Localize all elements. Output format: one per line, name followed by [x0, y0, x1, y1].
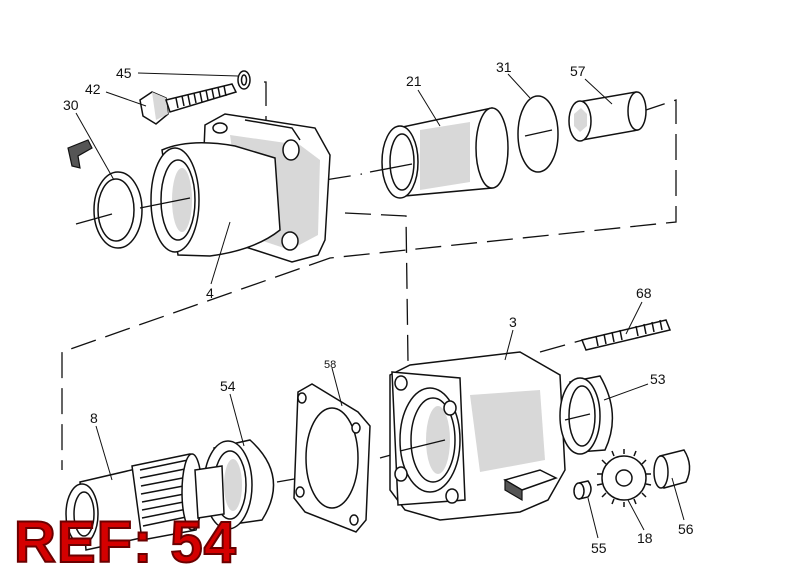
- part-31-oring: [517, 95, 559, 173]
- part-labels: 45 42 30 4 21 31 57 68 3 53 58 54 8 55 1…: [63, 59, 694, 556]
- part-4-housing: [139, 113, 331, 263]
- label-4: 4: [206, 285, 214, 301]
- label-21: 21: [406, 73, 422, 89]
- part-58-gasket: [293, 383, 371, 533]
- part-3-pump-body: [389, 351, 566, 521]
- part-68-stud: [580, 319, 672, 351]
- part-56-sleeve: [653, 449, 691, 489]
- label-56: 56: [678, 521, 694, 537]
- label-58: 58: [324, 359, 336, 371]
- leader-lines: [75, 72, 685, 539]
- label-31: 31: [496, 59, 512, 75]
- label-8: 8: [90, 410, 98, 426]
- label-45: 45: [116, 65, 132, 81]
- part-53-bushing: [559, 375, 614, 455]
- part-30-clip: [67, 139, 93, 169]
- label-30: 30: [63, 97, 79, 113]
- label-55: 55: [591, 540, 607, 556]
- part-55-pin: [573, 480, 592, 500]
- part-21-sleeve: [369, 107, 509, 199]
- part-18-gear: [596, 449, 652, 507]
- label-53: 53: [650, 371, 666, 387]
- part-8-gear-shaft: [65, 453, 225, 551]
- label-18: 18: [637, 530, 653, 546]
- part-57-coupling: [568, 91, 647, 142]
- label-57: 57: [570, 63, 586, 79]
- ref-badge: REF: 54: [13, 509, 237, 576]
- seal-ring: [75, 171, 143, 249]
- label-42: 42: [85, 81, 101, 97]
- label-54: 54: [220, 378, 236, 394]
- part-42-bolt: [139, 83, 238, 125]
- part-45-washer: [237, 70, 251, 90]
- label-3: 3: [509, 314, 517, 330]
- label-68: 68: [636, 285, 652, 301]
